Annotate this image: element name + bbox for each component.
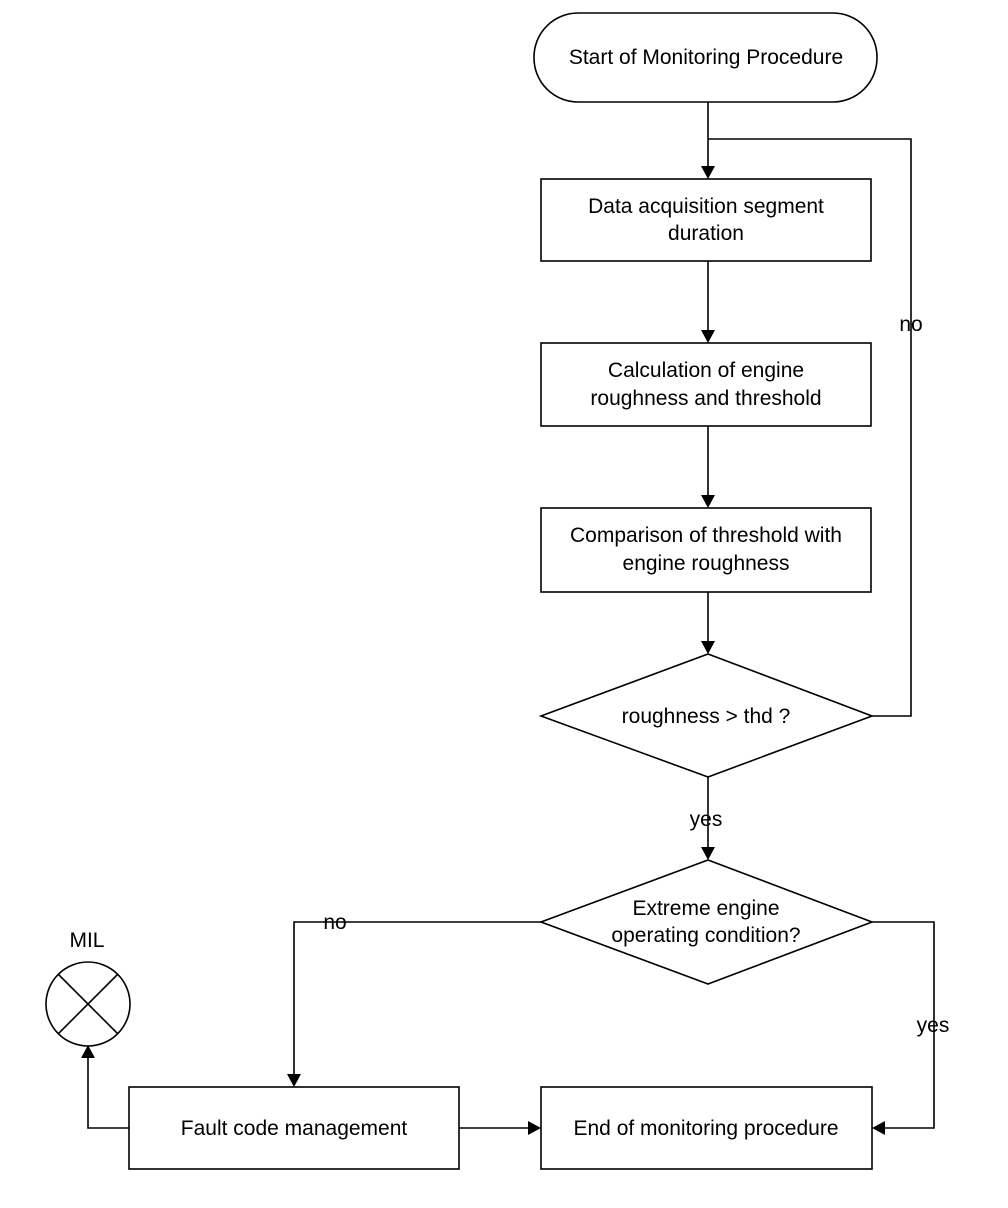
connector-extreme-no bbox=[293, 921, 541, 1074]
mil-label: MIL bbox=[69, 929, 104, 952]
extreme-decision-diamond bbox=[538, 859, 875, 985]
arrowhead-decision-roughness bbox=[701, 641, 715, 654]
arrowhead-comparison bbox=[701, 495, 715, 508]
roughness-decision-label: roughness > thd ? bbox=[622, 705, 791, 728]
fault-node: Fault code management bbox=[128, 1086, 460, 1170]
mil-lamp-icon bbox=[45, 961, 131, 1047]
arrowhead-decision-extreme bbox=[701, 847, 715, 860]
calculation-node: Calculation of engine roughness and thre… bbox=[540, 342, 872, 427]
acquisition-box bbox=[540, 178, 872, 262]
arrowhead-acquisition bbox=[701, 166, 715, 179]
comparison-label-line-2: engine roughness bbox=[623, 552, 790, 575]
connectors bbox=[81, 102, 935, 1135]
end-box bbox=[540, 1086, 873, 1170]
arrowhead-calculation bbox=[701, 330, 715, 343]
end-node: End of monitoring procedure bbox=[540, 1086, 873, 1170]
arrowhead-fault bbox=[287, 1074, 301, 1087]
arrowhead-end-from-left bbox=[528, 1121, 541, 1135]
extreme-decision-label-line-1: Extreme engine bbox=[632, 897, 779, 920]
start-terminator-shape bbox=[533, 12, 878, 103]
edge-labels: no yes no yes bbox=[323, 313, 949, 1037]
start-node-label: Start of Monitoring Procedure bbox=[569, 46, 843, 69]
end-label: End of monitoring procedure bbox=[574, 1117, 839, 1140]
roughness-decision-diamond bbox=[538, 653, 875, 778]
calculation-label-line-2: roughness and threshold bbox=[590, 387, 821, 410]
edge-label-extreme-no: no bbox=[323, 911, 346, 934]
extreme-decision-label-line-2: operating condition? bbox=[611, 924, 800, 947]
acquisition-label-line-1: Data acquisition segment bbox=[588, 195, 824, 218]
comparison-node: Comparison of threshold with engine roug… bbox=[540, 507, 872, 593]
edge-label-extreme-yes: yes bbox=[917, 1014, 950, 1037]
extreme-decision-node: Extreme engine operating condition? bbox=[538, 859, 875, 985]
connector-extreme-yes bbox=[872, 921, 935, 1129]
acquisition-label-line-2: duration bbox=[668, 222, 744, 245]
edge-label-roughness-no: no bbox=[899, 313, 922, 336]
fault-box bbox=[128, 1086, 460, 1170]
edge-label-roughness-yes: yes bbox=[690, 808, 723, 831]
calculation-label-line-1: Calculation of engine bbox=[608, 359, 804, 382]
mil-indicator: MIL bbox=[45, 929, 131, 1047]
comparison-box bbox=[540, 507, 872, 593]
acquisition-node: Data acquisition segment duration bbox=[540, 178, 872, 262]
connector-loop-no bbox=[708, 138, 912, 717]
comparison-label-line-1: Comparison of threshold with bbox=[570, 524, 842, 547]
roughness-decision-node: roughness > thd ? bbox=[538, 653, 875, 778]
start-node: Start of Monitoring Procedure bbox=[533, 12, 878, 103]
connector-fault-to-mil bbox=[87, 1058, 129, 1129]
fault-label: Fault code management bbox=[181, 1117, 408, 1140]
arrowhead-mil bbox=[81, 1045, 95, 1058]
calculation-box bbox=[540, 342, 872, 427]
arrowhead-end-from-right bbox=[872, 1121, 885, 1135]
